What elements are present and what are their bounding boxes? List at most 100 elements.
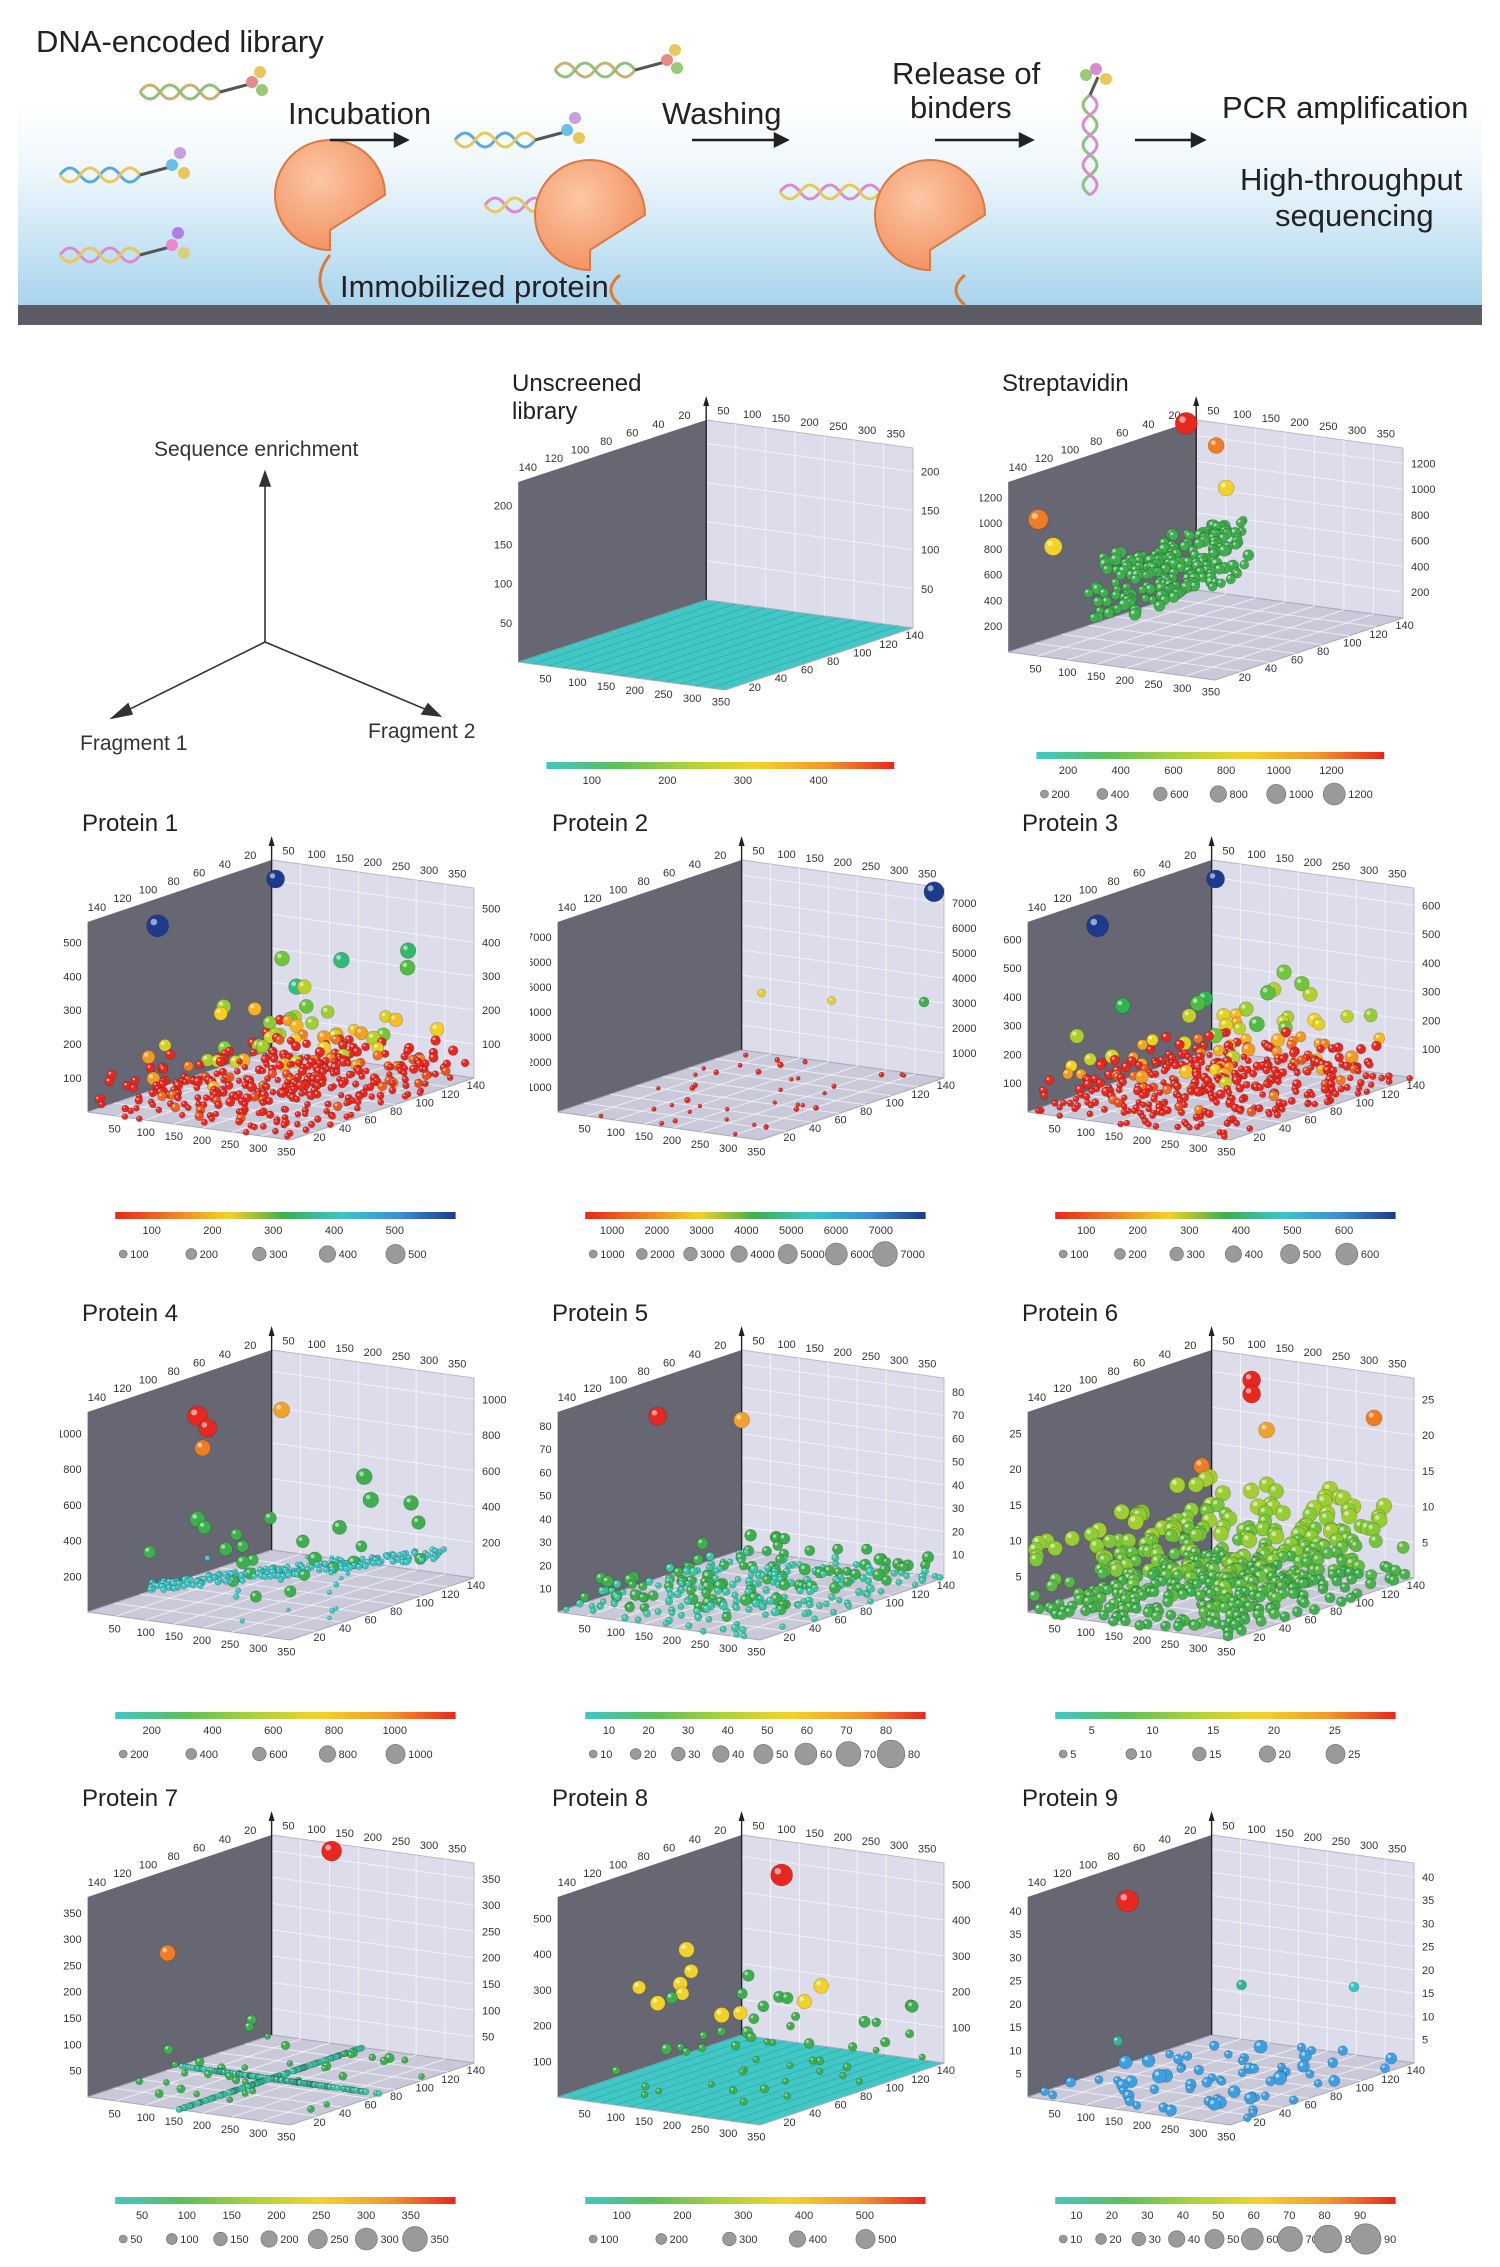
size-legend-label: 30 bbox=[688, 1749, 700, 1761]
point-highlight bbox=[1270, 1092, 1274, 1096]
point-highlight bbox=[201, 1102, 204, 1105]
data-point bbox=[1047, 1540, 1063, 1557]
tick-label: 80 bbox=[1317, 646, 1329, 658]
data-point bbox=[1343, 1083, 1351, 1092]
point-highlight bbox=[1150, 1588, 1154, 1592]
point-highlight bbox=[248, 1079, 251, 1082]
point-highlight bbox=[1117, 572, 1121, 575]
point-highlight bbox=[807, 1582, 811, 1587]
point-highlight bbox=[1219, 1073, 1222, 1076]
point-highlight bbox=[391, 1015, 396, 1020]
point-highlight bbox=[1136, 1622, 1140, 1626]
point-highlight bbox=[1060, 1606, 1064, 1610]
tick-label: 80 bbox=[390, 1606, 402, 1618]
data-point bbox=[230, 1528, 243, 1541]
point-highlight bbox=[1227, 575, 1231, 579]
data-point bbox=[194, 1439, 211, 1457]
point-highlight bbox=[276, 1016, 280, 1020]
point-highlight bbox=[1133, 1605, 1137, 1609]
tick-label: 100 bbox=[1233, 409, 1251, 421]
point-highlight bbox=[1234, 570, 1238, 574]
point-highlight bbox=[282, 2042, 286, 2046]
point-highlight bbox=[251, 1094, 255, 1097]
point-highlight bbox=[1204, 1515, 1209, 1520]
point-highlight bbox=[1144, 1621, 1148, 1624]
tick-label: 150 bbox=[336, 853, 354, 865]
point-highlight bbox=[927, 885, 934, 892]
point-highlight bbox=[416, 1555, 421, 1559]
point-highlight bbox=[1196, 1065, 1199, 1068]
data-point bbox=[339, 1575, 344, 1581]
data-point bbox=[377, 1081, 388, 1092]
data-point bbox=[1193, 1086, 1204, 1097]
point-highlight bbox=[807, 1602, 810, 1605]
point-highlight bbox=[150, 1102, 153, 1105]
tick-label: 70 bbox=[539, 1444, 551, 1456]
point-highlight bbox=[283, 1107, 286, 1110]
point-highlight bbox=[195, 1579, 198, 1582]
point-highlight bbox=[212, 1575, 215, 1578]
data-point bbox=[684, 1096, 691, 1104]
size-legend-marker bbox=[185, 1248, 197, 1260]
point-highlight bbox=[230, 1572, 232, 1574]
data-point bbox=[1103, 607, 1115, 619]
tick-label: 6000 bbox=[952, 923, 976, 935]
data-point bbox=[160, 1586, 167, 1594]
point-highlight bbox=[1151, 1096, 1154, 1099]
point-highlight bbox=[324, 1567, 326, 1570]
point-highlight bbox=[279, 1578, 281, 1580]
data-point bbox=[744, 1529, 757, 1542]
tick-label: 140 bbox=[519, 462, 537, 474]
point-highlight bbox=[1245, 1602, 1250, 1606]
point-highlight bbox=[1098, 1569, 1103, 1574]
data-point bbox=[1316, 1044, 1325, 1054]
point-highlight bbox=[1167, 1611, 1171, 1615]
tick-label: 140 bbox=[1407, 1580, 1425, 1592]
point-highlight bbox=[1282, 1029, 1286, 1033]
data-point bbox=[627, 1580, 637, 1590]
data-point bbox=[811, 1615, 818, 1623]
point-highlight bbox=[292, 1572, 295, 1574]
point-highlight bbox=[920, 1578, 923, 1581]
data-point bbox=[1027, 509, 1049, 530]
point-highlight bbox=[230, 1093, 233, 1096]
tick-label: 200 bbox=[193, 1635, 211, 1647]
point-highlight bbox=[1221, 1078, 1225, 1083]
data-point bbox=[610, 1600, 618, 1608]
tick-label: 60 bbox=[1116, 427, 1128, 439]
point-highlight bbox=[922, 1562, 925, 1565]
point-highlight bbox=[1339, 1086, 1341, 1089]
data-point bbox=[692, 1554, 704, 1566]
point-highlight bbox=[1241, 561, 1245, 565]
point-highlight bbox=[390, 1088, 393, 1091]
tick-label: 80 bbox=[167, 876, 179, 888]
data-point bbox=[804, 1545, 816, 1556]
tick-label: 7000 bbox=[530, 932, 552, 944]
data-point bbox=[329, 1069, 337, 1077]
point-highlight bbox=[287, 1093, 290, 1096]
data-point bbox=[275, 1035, 285, 1045]
colorbar bbox=[1055, 1212, 1396, 1219]
point-highlight bbox=[1201, 1042, 1204, 1046]
point-highlight bbox=[148, 1587, 150, 1590]
point-highlight bbox=[702, 1067, 704, 1069]
tick-label: 300 bbox=[890, 1355, 908, 1367]
point-highlight bbox=[1119, 1589, 1123, 1594]
tick-label: 80 bbox=[167, 1851, 179, 1863]
point-highlight bbox=[1160, 545, 1164, 549]
axes-legend: Sequence enrichment Fragment 1 Fragment … bbox=[80, 438, 475, 755]
point-highlight bbox=[185, 1582, 188, 1585]
point-highlight bbox=[273, 1034, 277, 1038]
point-highlight bbox=[180, 1113, 182, 1115]
data-point bbox=[747, 1571, 755, 1579]
point-highlight bbox=[387, 1072, 390, 1075]
point-highlight bbox=[1165, 1107, 1168, 1111]
tick-label: 600 bbox=[984, 570, 1002, 582]
tick-label: 250 bbox=[691, 1639, 709, 1651]
point-highlight bbox=[402, 1066, 405, 1068]
tick-label: 250 bbox=[221, 1139, 239, 1151]
point-highlight bbox=[1115, 1100, 1119, 1103]
data-point bbox=[1083, 587, 1094, 598]
data-point bbox=[236, 1058, 243, 1065]
data-point bbox=[327, 1083, 336, 1092]
